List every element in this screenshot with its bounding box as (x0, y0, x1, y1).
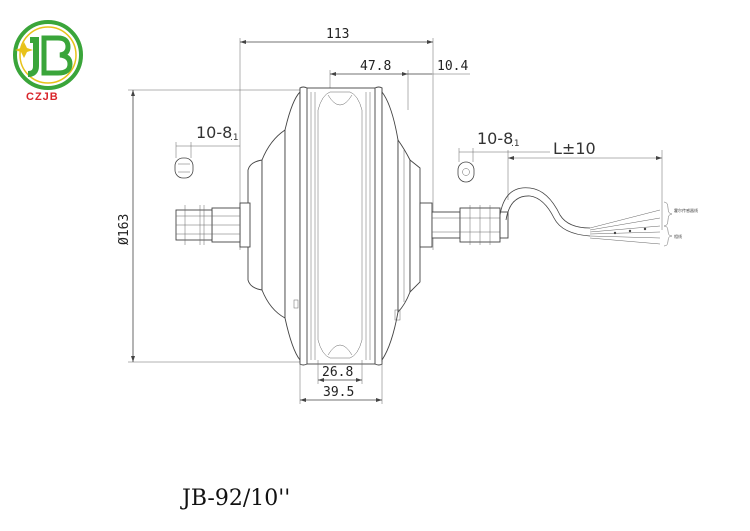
dim-cable-length: L±10 (553, 139, 596, 158)
hall-wire-label: 霍尔传感器线 (674, 207, 698, 213)
rim (299, 87, 383, 365)
sparkle-icon (15, 42, 33, 58)
right-cover-step (409, 159, 421, 294)
dim-10-4: 10.4 (437, 59, 468, 74)
phase-wire-label: 相线 (674, 233, 682, 239)
dimension-diameter: Ø163 (117, 89, 300, 363)
dim-axle-right-sub: .1 (511, 139, 520, 149)
logo-b-shape (41, 35, 73, 76)
dim-113: 113 (326, 27, 349, 42)
logo-ring (13, 20, 83, 90)
dimension-overall-width: 113 (239, 27, 434, 250)
right-axle (419, 202, 509, 248)
logo-j-shape (27, 37, 39, 77)
dim-47-8: 47.8 (360, 59, 391, 74)
left-cover (261, 129, 286, 319)
model-name: JB-92/10'' (180, 486, 290, 511)
dim-diameter: Ø163 (117, 214, 132, 245)
dimension-flange-offset: 10.4 (408, 59, 470, 75)
dimension-rim-inner: 26.8 (317, 360, 363, 384)
logo-inner-ring (19, 26, 77, 84)
left-axle (175, 202, 251, 248)
motor-cable: L±10 霍尔传感器线 相线 (499, 139, 698, 247)
hub-motor (247, 86, 421, 366)
dim-axle-left-sub: .1 (230, 133, 239, 143)
dim-26-8: 26.8 (322, 365, 353, 380)
brand-logo: CZJB (13, 20, 83, 103)
axle-section-left: 10-8 .1 (174, 123, 240, 179)
axle-section-right: 10-8 .1 (457, 129, 550, 183)
left-shell (284, 90, 301, 362)
dim-39-5: 39.5 (323, 385, 354, 400)
brand-name: CZJB (26, 91, 59, 103)
dimension-rim-outer: 39.5 (299, 362, 383, 404)
dim-axle-right: 10-8 (477, 129, 513, 148)
dim-axle-left: 10-8 (196, 123, 232, 142)
